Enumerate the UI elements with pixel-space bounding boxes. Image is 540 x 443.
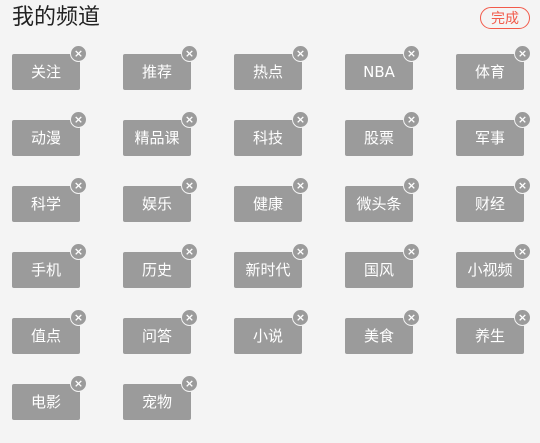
channel-label: 科技	[252, 129, 283, 147]
header: 我的频道 完成	[0, 0, 540, 40]
close-icon[interactable]: ×	[514, 177, 531, 194]
close-icon[interactable]: ×	[514, 111, 531, 128]
close-icon[interactable]: ×	[70, 177, 87, 194]
channel-item[interactable]: 小视频×	[456, 243, 531, 288]
channel-item[interactable]: 动漫 ×	[12, 111, 87, 156]
close-icon[interactable]: ×	[181, 375, 198, 392]
channel-label: 值点	[30, 327, 61, 345]
channel-item[interactable]: 宠物 ×	[123, 375, 198, 420]
channel-item[interactable]: 手机 ×	[12, 243, 87, 288]
close-icon[interactable]: ×	[70, 375, 87, 392]
channel-label: 股票	[363, 129, 394, 147]
channel-label: 电影	[30, 393, 61, 411]
close-icon[interactable]: ×	[292, 243, 309, 260]
close-icon[interactable]: ×	[70, 111, 87, 128]
channel-label: 历史	[141, 261, 172, 279]
channel-item[interactable]: 养生 ×	[456, 309, 531, 354]
channel-item[interactable]: 军事 ×	[456, 111, 531, 156]
close-icon[interactable]: ×	[181, 111, 198, 128]
channel-label: 问答	[141, 327, 172, 345]
channel-item[interactable]: 娱乐 ×	[123, 177, 198, 222]
channel-item[interactable]: 小说 ×	[234, 309, 309, 354]
channel-label: 推荐	[141, 63, 172, 81]
close-icon[interactable]: ×	[403, 111, 420, 128]
close-icon[interactable]: ×	[403, 243, 420, 260]
channel-label: 健康	[252, 195, 283, 213]
close-icon[interactable]: ×	[403, 177, 420, 194]
channel-item[interactable]: 电影 ×	[12, 375, 87, 420]
close-icon[interactable]: ×	[70, 309, 87, 326]
channel-label: 娱乐	[141, 195, 172, 213]
channel-label: 科学	[30, 195, 61, 213]
close-icon[interactable]: ×	[181, 243, 198, 260]
channel-label: 体育	[474, 63, 505, 81]
close-icon[interactable]: ×	[181, 177, 198, 194]
channel-item[interactable]: NBA ×	[345, 45, 420, 90]
channel-label: NBA	[363, 63, 395, 81]
channel-label: 军事	[474, 129, 505, 147]
channel-item[interactable]: 历史 ×	[123, 243, 198, 288]
channel-item[interactable]: 股票 ×	[345, 111, 420, 156]
close-icon[interactable]: ×	[292, 177, 309, 194]
channel-label: 养生	[474, 327, 505, 345]
channel-label: 财经	[474, 195, 505, 213]
channel-item[interactable]: 美食 ×	[345, 309, 420, 354]
channel-label: 国风	[363, 261, 394, 279]
page-title: 我的频道	[12, 5, 101, 30]
channel-label: 动漫	[30, 129, 61, 147]
close-icon[interactable]: ×	[292, 45, 309, 62]
channel-label: 关注	[30, 63, 61, 81]
close-icon[interactable]: ×	[292, 111, 309, 128]
channel-label: 美食	[363, 327, 394, 345]
close-icon[interactable]: ×	[181, 45, 198, 62]
channel-label: 小说	[252, 327, 283, 345]
close-icon[interactable]: ×	[514, 243, 531, 260]
close-icon[interactable]: ×	[70, 243, 87, 260]
channel-item[interactable]: 值点 ×	[12, 309, 87, 354]
channel-label: 手机	[30, 261, 61, 279]
close-icon[interactable]: ×	[403, 45, 420, 62]
channel-item[interactable]: 科学 ×	[12, 177, 87, 222]
close-icon[interactable]: ×	[514, 309, 531, 326]
channel-label: 精品课	[134, 129, 180, 147]
channel-item[interactable]: 热点 ×	[234, 45, 309, 90]
channel-item[interactable]: 新时代×	[234, 243, 309, 288]
channel-item[interactable]: 健康 ×	[234, 177, 309, 222]
channel-item[interactable]: 科技 ×	[234, 111, 309, 156]
channel-item[interactable]: 体育 ×	[456, 45, 531, 90]
channel-item[interactable]: 问答 ×	[123, 309, 198, 354]
close-icon[interactable]: ×	[514, 45, 531, 62]
channel-item[interactable]: 推荐 ×	[123, 45, 198, 90]
channel-label: 微头条	[356, 195, 402, 213]
channel-label: 宠物	[141, 393, 172, 411]
channel-label: 热点	[252, 63, 283, 81]
done-button[interactable]: 完成	[480, 7, 530, 29]
channel-item[interactable]: 国风 ×	[345, 243, 420, 288]
channel-item[interactable]: 关注 ×	[12, 45, 87, 90]
channel-label: 新时代	[245, 261, 291, 279]
close-icon[interactable]: ×	[181, 309, 198, 326]
channel-item[interactable]: 精品课×	[123, 111, 198, 156]
close-icon[interactable]: ×	[403, 309, 420, 326]
close-icon[interactable]: ×	[70, 45, 87, 62]
channel-item[interactable]: 财经 ×	[456, 177, 531, 222]
channel-label: 小视频	[467, 261, 513, 279]
close-icon[interactable]: ×	[292, 309, 309, 326]
channel-item[interactable]: 微头条×	[345, 177, 420, 222]
